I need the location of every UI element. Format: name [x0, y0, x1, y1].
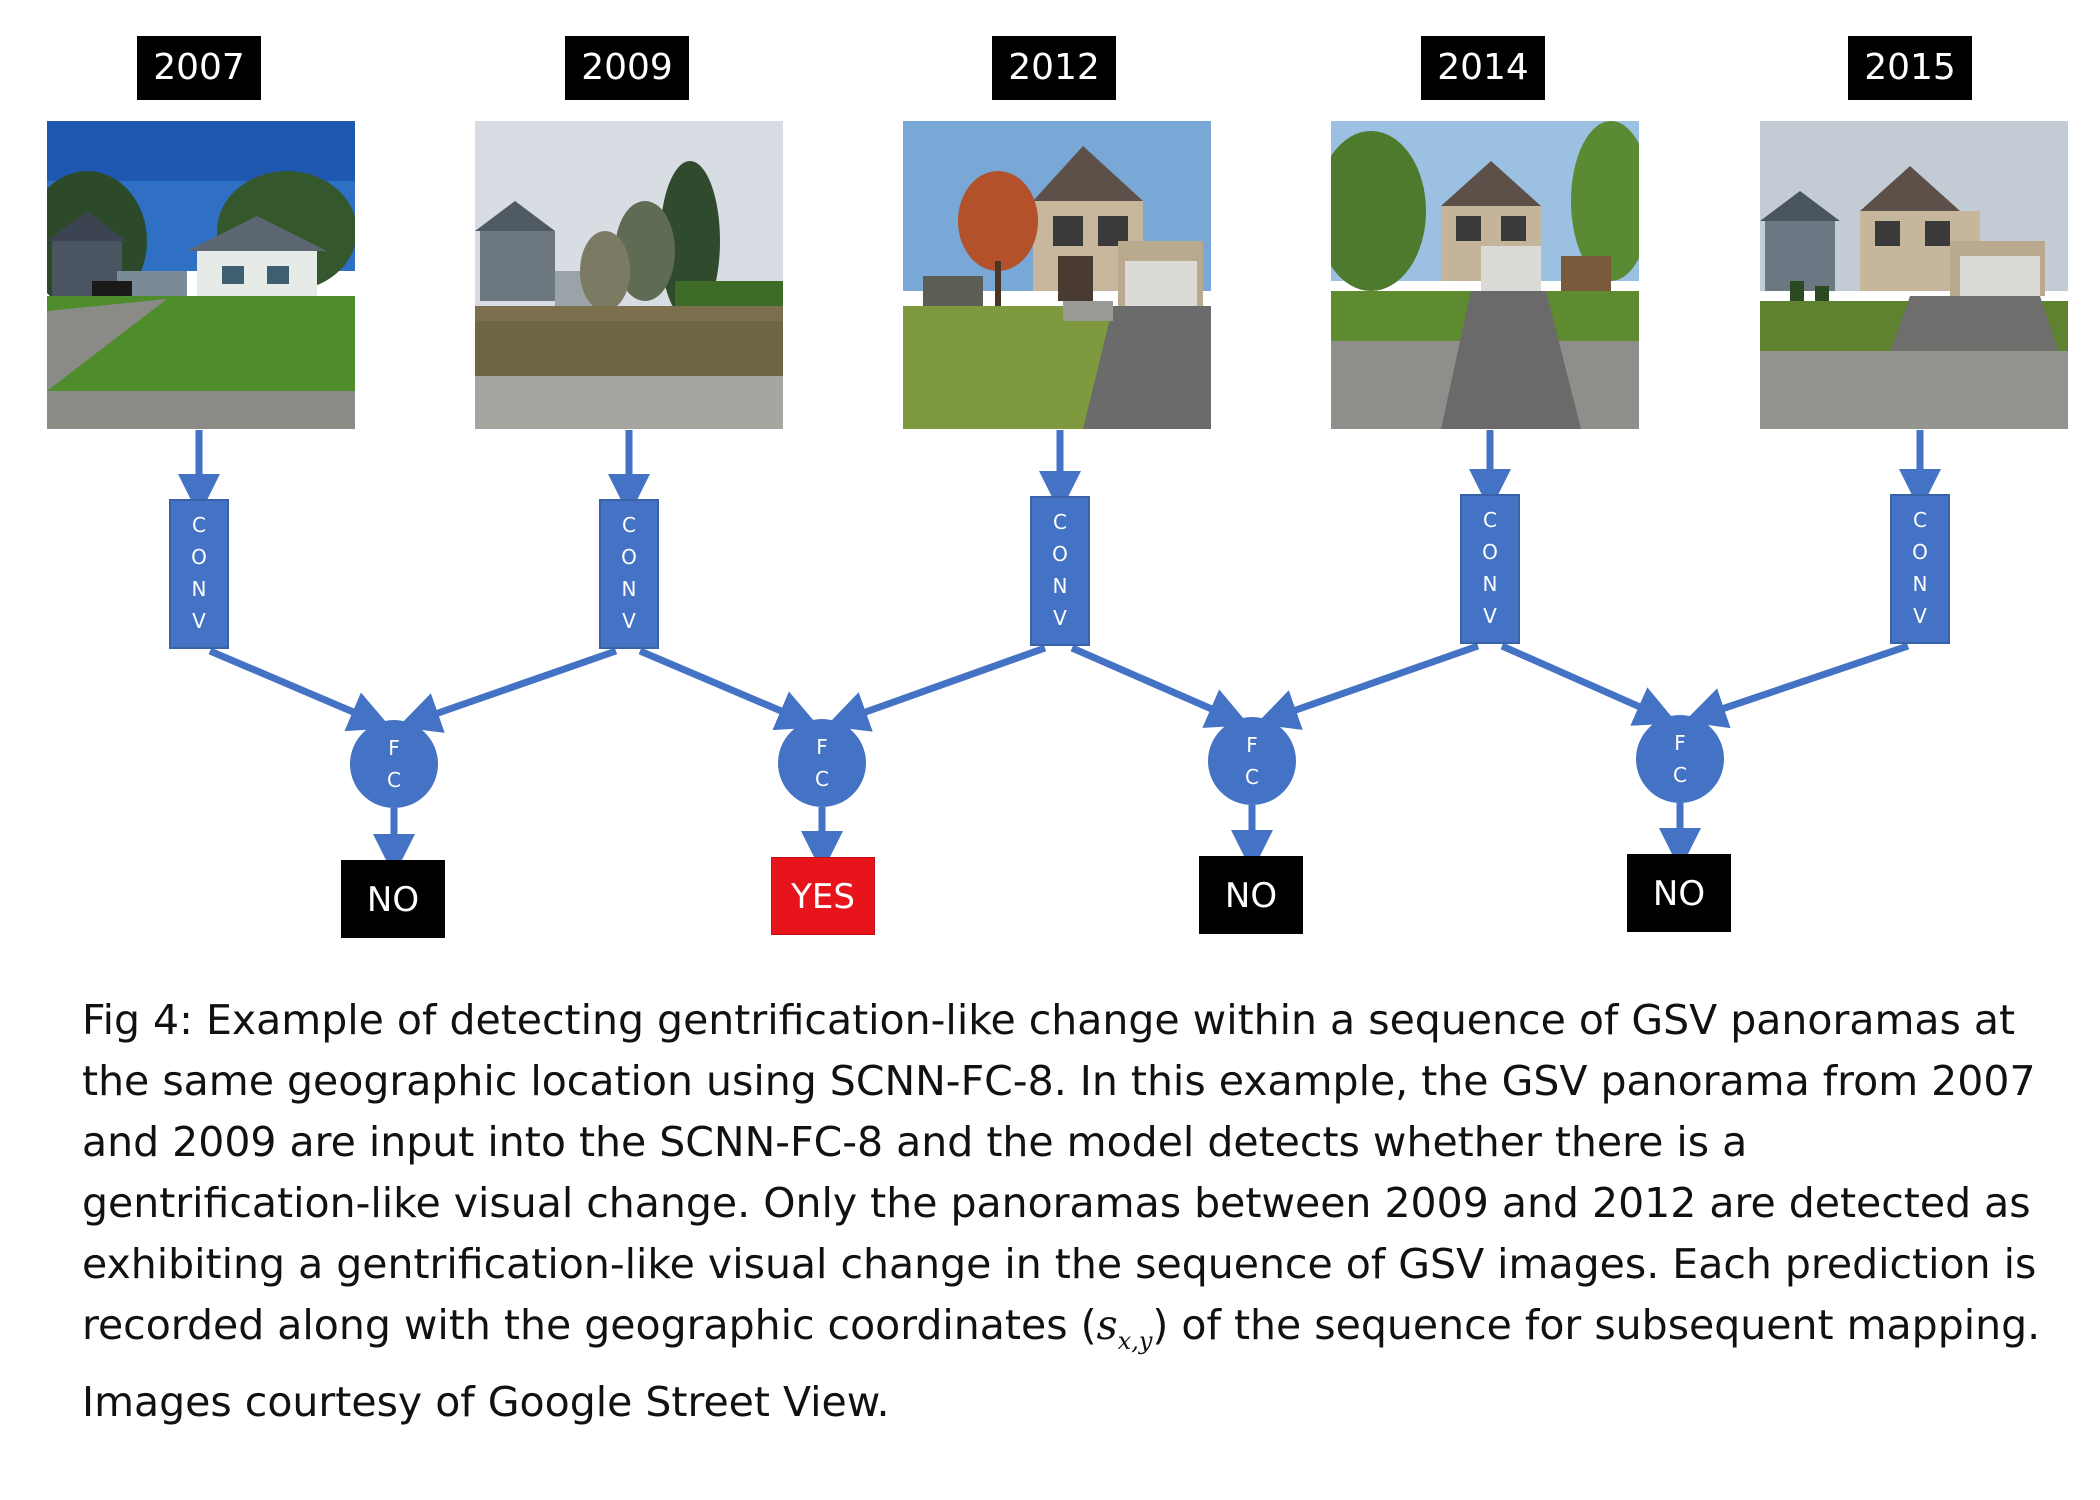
year-label-2015: 2015: [1848, 36, 1972, 100]
fc-letter: F: [388, 736, 400, 760]
fc-node-2012-2014: F C: [1208, 717, 1296, 805]
conv-letter: C: [1053, 510, 1067, 534]
result-2007-2009: NO: [341, 860, 445, 938]
conv-layer-2012: C O N V: [1030, 496, 1090, 646]
fc-letter: C: [815, 767, 829, 791]
fc-node-2007-2009: F C: [350, 720, 438, 808]
conv-letter: N: [1052, 574, 1068, 598]
fc-letter: C: [387, 768, 401, 792]
conv-letter: C: [192, 513, 206, 537]
street-view-photo-2009: [475, 121, 783, 429]
result-2014-2015: NO: [1627, 854, 1731, 932]
conv-letter: C: [1483, 508, 1497, 532]
street-view-photo-2012: [903, 121, 1211, 429]
arrow-conv-to-fc-4b: [1684, 642, 1910, 729]
coordinate-symbol: s: [1096, 1301, 1118, 1349]
street-view-photo-2007: [47, 121, 355, 429]
arrow-layer: [178, 430, 1941, 876]
figure-caption: Fig 4: Example of detecting gentrificati…: [82, 990, 2042, 1433]
conv-layer-2007: C O N V: [169, 499, 229, 649]
arrow-conv-to-fc-4a: [1500, 642, 1678, 726]
conv-letter: O: [621, 545, 637, 569]
fc-letter: C: [1245, 765, 1259, 789]
arrow-conv-to-fc-3a: [1070, 644, 1250, 728]
caption-text-end: ) of the sequence for subsequent mapping…: [82, 1301, 2041, 1426]
arrow-conv-to-fc-2b: [826, 644, 1047, 732]
conv-letter: V: [1053, 606, 1067, 630]
conv-letter: C: [1913, 508, 1927, 532]
conv-letter: V: [622, 609, 636, 633]
conv-letter: V: [192, 609, 206, 633]
fc-letter: F: [1246, 733, 1258, 757]
conv-letter: C: [622, 513, 636, 537]
result-2012-2014: NO: [1199, 856, 1303, 934]
street-view-photo-2014: [1331, 121, 1639, 429]
year-label-2014: 2014: [1421, 36, 1545, 100]
conv-letter: N: [1912, 572, 1928, 596]
street-view-photo-2015: [1760, 121, 2068, 429]
conv-letter: O: [191, 545, 207, 569]
fc-letter: F: [816, 735, 828, 759]
conv-letter: O: [1912, 540, 1928, 564]
coordinate-subscript: x,y: [1117, 1327, 1153, 1355]
fc-node-2009-2012: F C: [778, 719, 866, 807]
conv-layer-2014: C O N V: [1460, 494, 1520, 644]
fc-node-2014-2015: F C: [1636, 715, 1724, 803]
conv-letter: N: [191, 577, 207, 601]
conv-letter: O: [1482, 540, 1498, 564]
arrow-conv-to-fc-1b: [398, 647, 618, 733]
conv-letter: O: [1052, 542, 1068, 566]
caption-text: Fig 4: Example of detecting gentrificati…: [82, 996, 2037, 1349]
arrow-conv-to-fc-1a: [208, 647, 392, 732]
arrow-conv-to-fc-2a: [638, 647, 820, 731]
conv-letter: N: [1482, 572, 1498, 596]
conv-layer-2009: C O N V: [599, 499, 659, 649]
year-label-2007: 2007: [137, 36, 261, 100]
conv-letter: V: [1483, 604, 1497, 628]
arrow-conv-to-fc-3b: [1256, 642, 1480, 730]
year-label-2009: 2009: [565, 36, 689, 100]
result-2009-2012: YES: [771, 857, 875, 935]
year-label-2012: 2012: [992, 36, 1116, 100]
conv-layer-2015: C O N V: [1890, 494, 1950, 644]
fc-letter: C: [1673, 763, 1687, 787]
fc-letter: F: [1674, 731, 1686, 755]
conv-letter: N: [621, 577, 637, 601]
conv-letter: V: [1913, 604, 1927, 628]
